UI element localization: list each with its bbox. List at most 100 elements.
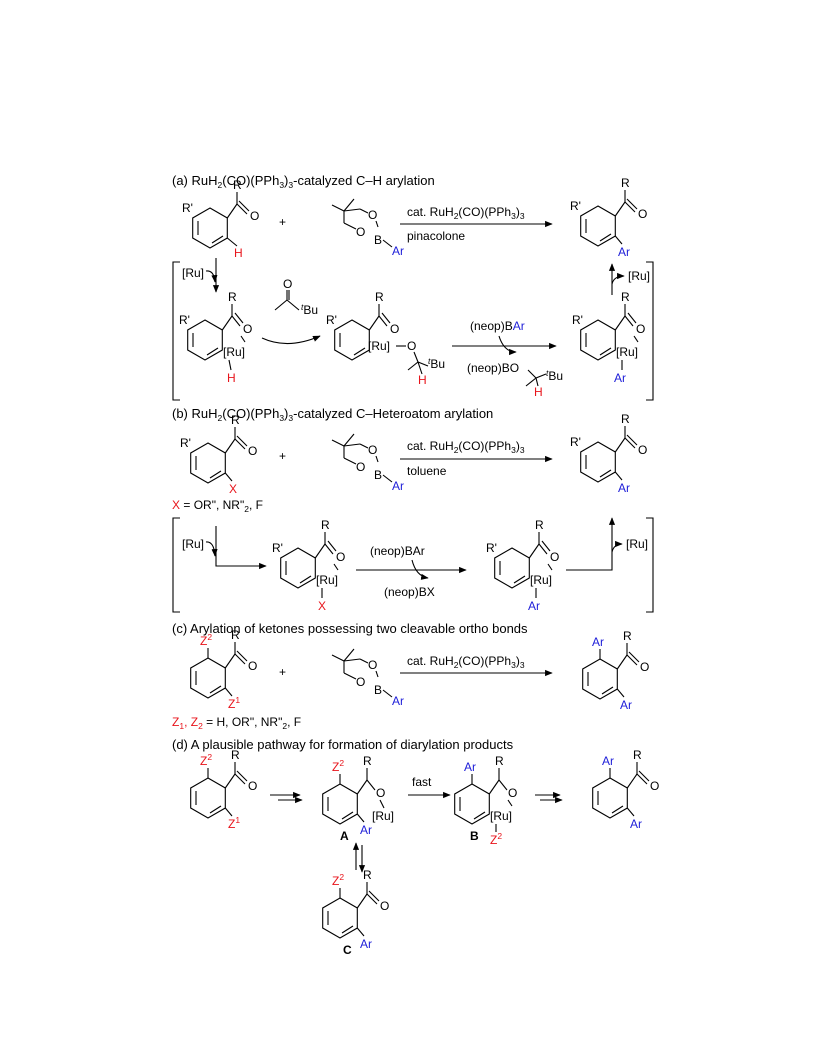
boron-byproduct-a: (neop)BO (467, 361, 519, 375)
svg-text:[Ru]: [Ru] (223, 345, 245, 359)
heading-a: (a) RuH2(CO)(PPh3)3-catalyzed C–H arylat… (172, 173, 435, 190)
curved-arrow-icon (261, 335, 321, 345)
conditions-b-top: cat. RuH2(CO)(PPh3)3 (407, 439, 525, 455)
svg-text:R: R (621, 176, 630, 190)
svg-text:R: R (233, 178, 242, 192)
svg-text:H: H (227, 371, 236, 385)
boron-byproduct-b: (neop)BX (384, 585, 435, 599)
svg-text:Z1: Z1 (228, 815, 240, 831)
svg-text:R: R (621, 412, 630, 426)
bracket-right-b (646, 517, 654, 613)
label-C: C (343, 943, 352, 957)
svg-text:R: R (321, 518, 330, 532)
svg-text:O: O (508, 786, 517, 800)
svg-text:O: O (336, 550, 345, 564)
svg-text:R: R (621, 290, 630, 304)
svg-text:R': R' (572, 313, 583, 327)
svg-text:Z2: Z2 (490, 831, 502, 847)
svg-text:R: R (633, 748, 642, 762)
svg-text:tBu: tBu (428, 356, 445, 371)
ruthenium-hydride-intermediate: R O R' [Ru] H (179, 290, 252, 385)
svg-text:Ar: Ar (392, 694, 404, 708)
boron-reagent-a: (neop)BAr (470, 319, 525, 333)
svg-text:[Ru]: [Ru] (616, 345, 638, 359)
svg-text:Ar: Ar (592, 635, 604, 649)
svg-text:R': R' (272, 541, 283, 555)
svg-text:R: R (363, 754, 372, 768)
svg-text:X: X (318, 599, 326, 613)
svg-text:Ar: Ar (614, 371, 626, 385)
svg-text:R: R (363, 868, 372, 882)
svg-text:O: O (640, 660, 649, 674)
svg-text:O: O (407, 339, 416, 353)
svg-text:O: O (638, 207, 647, 221)
svg-text:R': R' (179, 313, 190, 327)
section-c: (c) Arylation of ketones possessing two … (172, 621, 649, 731)
svg-text:R': R' (486, 541, 497, 555)
aryl-ketone-reactant-b: R O R' X (180, 413, 257, 496)
svg-text:O: O (650, 779, 659, 793)
svg-text:R': R' (570, 435, 581, 449)
boronate-reagent-a: O O B Ar (331, 198, 404, 258)
arrow-elbow-icon (215, 526, 267, 570)
svg-text:O: O (248, 779, 257, 793)
ruthenium-aryl-intermediate-a: R O R' [Ru] Ar (572, 290, 645, 385)
conditions-a-top: cat. RuH2(CO)(PPh3)3 (407, 205, 525, 221)
svg-text:O: O (368, 443, 377, 457)
arylated-product-a: R O R' Ar (570, 176, 647, 259)
svg-text:R': R' (326, 313, 337, 327)
curved-arrow-icon (411, 559, 429, 580)
catalyst-enter-a: [Ru] (182, 266, 204, 280)
svg-text:O: O (248, 659, 257, 673)
svg-text:R: R (495, 754, 504, 768)
svg-text:[Ru]: [Ru] (372, 809, 394, 823)
svg-text:Ar: Ar (618, 481, 630, 495)
intermediate-B: R O [Ru] Ar Z2 (454, 754, 517, 847)
svg-text:H: H (534, 385, 543, 399)
svg-text:O: O (380, 899, 389, 913)
section-d: (d) A plausible pathway for formation of… (172, 737, 659, 957)
svg-text:O: O (368, 208, 377, 222)
svg-text:Z2: Z2 (332, 872, 344, 888)
svg-text:R': R' (570, 199, 581, 213)
svg-text:O: O (636, 322, 645, 336)
svg-text:Ar: Ar (620, 698, 632, 712)
intermediate-A: R O [Ru] Z2 Ar (322, 754, 394, 837)
svg-text:Z2: Z2 (332, 758, 344, 774)
svg-text:O: O (638, 443, 647, 457)
svg-text:Ar: Ar (360, 823, 372, 837)
svg-text:R': R' (182, 201, 193, 215)
arrow-elbow-up-icon (566, 517, 616, 571)
svg-text:[Ru]: [Ru] (530, 573, 552, 587)
pinacolone-reagent: O tBu (274, 277, 318, 317)
plus-a: + (279, 215, 286, 229)
svg-text:X: X (229, 482, 237, 496)
curved-arrow-icon (611, 272, 625, 285)
svg-text:R: R (228, 290, 237, 304)
bracket-right-a (646, 261, 654, 401)
svg-text:O: O (356, 460, 365, 474)
svg-text:Ar: Ar (630, 817, 642, 831)
svg-text:Ar: Ar (392, 479, 404, 493)
boron-reagent-b: (neop)BAr (370, 544, 425, 558)
svg-text:B: B (374, 233, 382, 247)
curved-arrow-icon (498, 335, 517, 356)
svg-text:Z2: Z2 (200, 752, 212, 768)
svg-text:R': R' (180, 436, 191, 450)
svg-text:Ar: Ar (528, 599, 540, 613)
arrow-label-fast: fast (412, 775, 432, 789)
boronate-reagent-c: O O B Ar (331, 648, 404, 708)
svg-text:Ar: Ar (464, 760, 476, 774)
svg-text:R: R (535, 518, 544, 532)
heading-c: (c) Arylation of ketones possessing two … (172, 621, 528, 636)
svg-text:[Ru]: [Ru] (368, 339, 390, 353)
arylated-product-b: R O R' Ar (570, 412, 647, 495)
svg-text:Ar: Ar (360, 937, 372, 951)
diarylated-product-c: R O Ar Ar (582, 629, 649, 712)
svg-text:O: O (250, 209, 259, 223)
svg-text:O: O (356, 675, 365, 689)
svg-text:O: O (356, 225, 365, 239)
svg-text:[Ru]: [Ru] (316, 573, 338, 587)
bracket-left-b (172, 517, 180, 613)
